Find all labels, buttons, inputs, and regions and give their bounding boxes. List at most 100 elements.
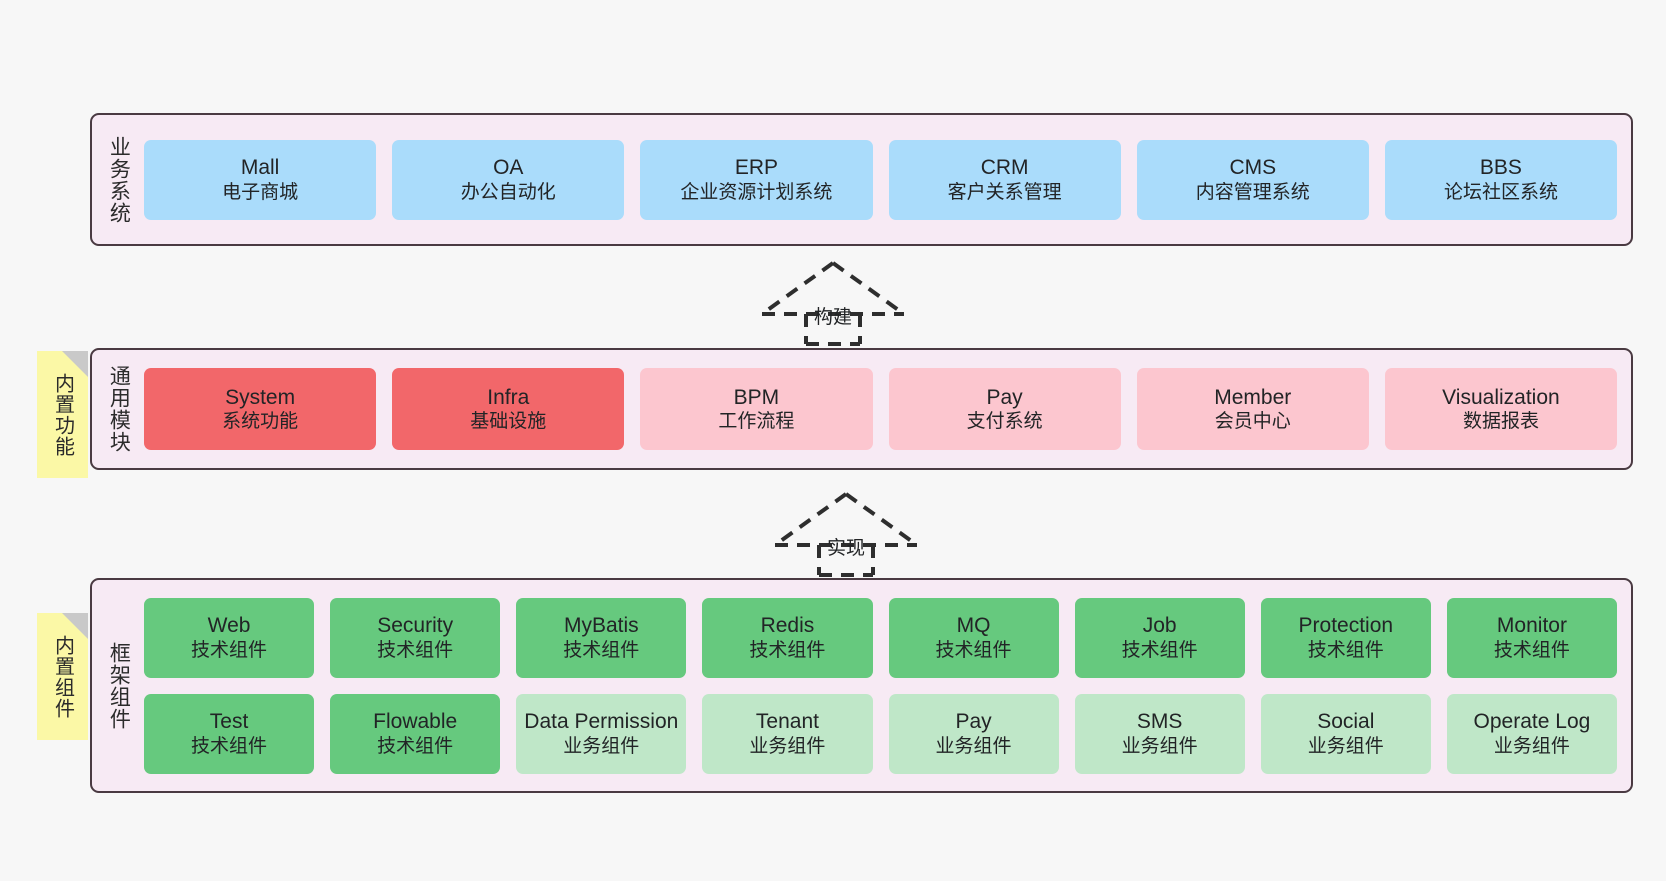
node-member[interactable]: Member 会员中心: [1136, 368, 1369, 450]
node-title: SMS: [1136, 710, 1183, 734]
node-title: Social: [1317, 710, 1375, 734]
node-title: Tenant: [755, 710, 819, 734]
node-flowable[interactable]: Flowable 技术组件: [330, 693, 501, 774]
node-subtitle: 技术组件: [191, 735, 268, 757]
node-mybatis[interactable]: MyBatis 技术组件: [516, 597, 687, 678]
connector-build-label: 构建: [813, 307, 853, 328]
node-subtitle: 业务组件: [563, 735, 640, 757]
node-erp[interactable]: ERP 企业资源计划系统: [640, 139, 873, 220]
node-title: System: [225, 385, 296, 409]
node-social[interactable]: Social 业务组件: [1260, 693, 1431, 774]
node-subtitle: 业务组件: [749, 735, 826, 757]
node-title: Member: [1214, 385, 1292, 409]
node-cms[interactable]: CMS 内容管理系统: [1136, 139, 1369, 220]
node-test[interactable]: Test 技术组件: [144, 693, 315, 774]
layer-common-modules: 通用模块 System 系统功能 Infra 基础设施 BPM 工作流程 Pay…: [90, 348, 1633, 470]
node-infra[interactable]: Infra 基础设施: [392, 368, 625, 450]
node-data-permission[interactable]: Data Permission 业务组件: [516, 693, 687, 774]
node-subtitle: 技术组件: [935, 639, 1012, 661]
node-pay[interactable]: Pay 支付系统: [888, 368, 1121, 450]
node-title: Protection: [1298, 614, 1394, 638]
node-title: OA: [493, 156, 524, 180]
connector-build: 构建: [757, 258, 909, 346]
node-subtitle: 系统功能: [222, 411, 299, 433]
node-row: Test 技术组件 Flowable 技术组件 Data Permission …: [144, 693, 1617, 774]
node-row: System 系统功能 Infra 基础设施 BPM 工作流程 Pay 支付系统…: [144, 368, 1618, 450]
node-job[interactable]: Job 技术组件: [1074, 597, 1245, 678]
node-mq[interactable]: MQ 技术组件: [888, 597, 1059, 678]
node-monitor[interactable]: Monitor 技术组件: [1446, 597, 1617, 678]
node-tenant[interactable]: Tenant 业务组件: [702, 693, 873, 774]
node-redis[interactable]: Redis 技术组件: [702, 597, 873, 678]
node-security[interactable]: Security 技术组件: [330, 597, 501, 678]
node-subtitle: 会员中心: [1214, 411, 1291, 433]
node-title: MyBatis: [563, 614, 639, 638]
node-pay-component[interactable]: Pay 业务组件: [888, 693, 1059, 774]
node-web[interactable]: Web 技术组件: [144, 597, 315, 678]
node-subtitle: 技术组件: [1493, 639, 1570, 661]
node-crm[interactable]: CRM 客户关系管理: [888, 139, 1121, 220]
node-subtitle: 业务组件: [935, 735, 1012, 757]
node-subtitle: 办公自动化: [460, 181, 556, 203]
node-protection[interactable]: Protection 技术组件: [1260, 597, 1431, 678]
sticky-fold-icon: [62, 613, 88, 639]
layer-label-framework-components: 框架组件: [107, 641, 131, 730]
node-title: Flowable: [373, 710, 458, 734]
node-title: Pay: [986, 385, 1023, 409]
node-title: Mall: [240, 156, 280, 180]
node-subtitle: 业务组件: [1493, 735, 1570, 757]
node-title: Job: [1142, 614, 1177, 638]
node-title: Monitor: [1496, 614, 1567, 638]
node-visualization[interactable]: Visualization 数据报表: [1384, 368, 1618, 450]
layer-body-business-systems: Mall 电子商城 OA 办公自动化 ERP 企业资源计划系统 CRM 客户关系…: [144, 115, 1631, 244]
node-title: CMS: [1229, 156, 1277, 180]
node-title: Data Permission: [524, 710, 679, 734]
sticky-note-label: 内置组件: [51, 634, 74, 719]
node-bbs[interactable]: BBS 论坛社区系统: [1384, 139, 1618, 220]
node-subtitle: 技术组件: [563, 639, 640, 661]
node-sms[interactable]: SMS 业务组件: [1074, 693, 1245, 774]
layer-framework-components: 框架组件 Web 技术组件 Security 技术组件 MyBatis 技术组件…: [90, 578, 1633, 793]
connector-implement-arrow: [773, 492, 919, 577]
node-title: Operate Log: [1473, 710, 1591, 734]
node-subtitle: 技术组件: [377, 639, 454, 661]
node-subtitle: 工作流程: [718, 411, 795, 433]
node-title: CRM: [980, 156, 1029, 180]
node-subtitle: 支付系统: [966, 411, 1043, 433]
layer-label-business-systems: 业务系统: [107, 135, 131, 224]
node-title: Infra: [487, 385, 530, 409]
node-mall[interactable]: Mall 电子商城: [144, 139, 377, 220]
node-title: Security: [377, 614, 454, 638]
sticky-fold-icon: [62, 351, 88, 377]
sticky-note-builtin-components: 内置组件: [37, 613, 88, 740]
node-title: MQ: [956, 614, 991, 638]
node-title: Redis: [760, 614, 815, 638]
node-subtitle: 技术组件: [749, 639, 826, 661]
node-title: Pay: [955, 710, 992, 734]
node-subtitle: 论坛社区系统: [1443, 181, 1558, 203]
connector-implement-label: 实现: [826, 538, 866, 559]
node-title: BBS: [1479, 156, 1522, 180]
layer-body-framework-components: Web 技术组件 Security 技术组件 MyBatis 技术组件 Redi…: [144, 580, 1631, 791]
node-subtitle: 企业资源计划系统: [680, 181, 833, 203]
node-subtitle: 内容管理系统: [1195, 181, 1310, 203]
node-subtitle: 电子商城: [222, 181, 299, 203]
node-row: Web 技术组件 Security 技术组件 MyBatis 技术组件 Redi…: [144, 597, 1617, 678]
node-title: BPM: [733, 385, 780, 409]
node-system[interactable]: System 系统功能: [144, 368, 377, 450]
node-subtitle: 技术组件: [191, 639, 268, 661]
node-subtitle: 客户关系管理: [947, 181, 1062, 203]
node-oa[interactable]: OA 办公自动化: [392, 139, 625, 220]
node-operate-log[interactable]: Operate Log 业务组件: [1446, 693, 1617, 774]
sticky-note-builtin-features: 内置功能: [37, 351, 88, 478]
node-title: Test: [209, 710, 249, 734]
node-title: Visualization: [1442, 385, 1560, 409]
node-row: Mall 电子商城 OA 办公自动化 ERP 企业资源计划系统 CRM 客户关系…: [144, 139, 1618, 220]
node-bpm[interactable]: BPM 工作流程: [640, 368, 873, 450]
layer-business-systems: 业务系统 Mall 电子商城 OA 办公自动化 ERP 企业资源计划系统 CRM…: [90, 113, 1633, 246]
connector-build-arrow: [760, 261, 906, 346]
node-subtitle: 技术组件: [1121, 639, 1198, 661]
node-title: ERP: [734, 156, 779, 180]
layer-label-common-modules: 通用模块: [107, 365, 131, 453]
node-title: Web: [207, 614, 251, 638]
